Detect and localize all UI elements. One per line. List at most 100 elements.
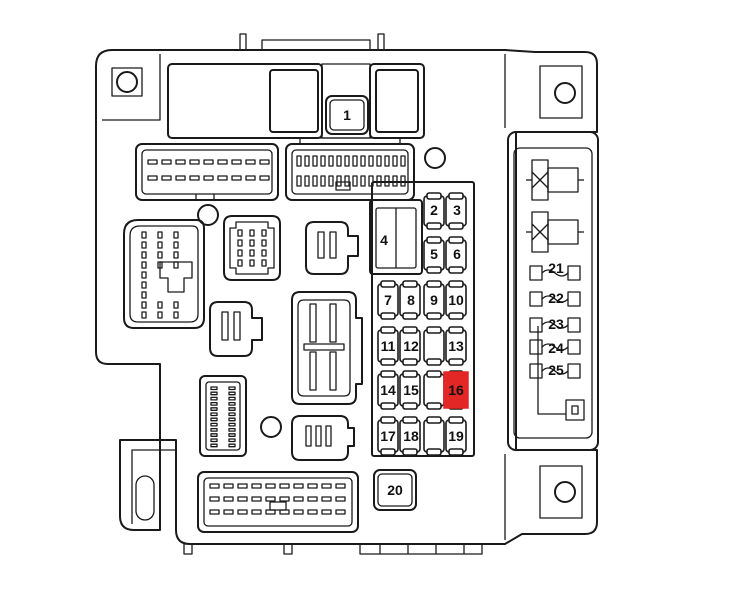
connector-bottom xyxy=(197,471,359,533)
mini-fuse xyxy=(529,291,581,307)
connector-pin xyxy=(344,155,350,167)
connector-pin xyxy=(296,155,302,167)
top-mount-tab xyxy=(239,33,247,51)
connector-pin xyxy=(279,496,290,502)
connector-pin xyxy=(228,433,236,437)
side-panel-terminal-pin xyxy=(571,405,579,415)
connector-pin xyxy=(173,261,179,269)
connector-pin xyxy=(228,391,236,396)
fuse-slot xyxy=(399,326,421,366)
fuse-slot xyxy=(423,192,445,230)
connector-pin xyxy=(321,483,332,489)
connector-pin xyxy=(259,175,270,181)
connector-pin xyxy=(251,509,262,515)
connector-pin xyxy=(209,483,220,489)
connector-pin xyxy=(228,438,236,443)
connector-pin xyxy=(307,483,318,489)
connector-pin xyxy=(210,386,218,391)
fuse-label-24: 24 xyxy=(548,340,564,356)
connector-pin xyxy=(245,175,256,181)
fuse-slot xyxy=(377,370,399,410)
connector-pin xyxy=(228,412,236,417)
relay-housing xyxy=(167,63,323,139)
connector-pin xyxy=(210,422,218,427)
fuse-label-6: 6 xyxy=(453,246,461,262)
fuse-label-19: 19 xyxy=(448,428,464,444)
relay xyxy=(369,63,425,139)
fuse-label-11: 11 xyxy=(381,338,396,354)
connector-pin xyxy=(210,407,218,411)
fuse-slot xyxy=(445,236,467,274)
fuse-label-17: 17 xyxy=(380,428,396,444)
connector-pin xyxy=(189,159,200,165)
connector-pin xyxy=(173,241,179,249)
connector-pin xyxy=(237,509,248,515)
connector-pin xyxy=(335,496,346,502)
fuse-label-4: 4 xyxy=(380,232,388,248)
connector-mid-large xyxy=(291,291,363,405)
fuse-label-10: 10 xyxy=(448,292,464,308)
connector-pin xyxy=(279,483,290,489)
fuse-slot xyxy=(399,416,421,456)
connector-pin xyxy=(249,249,255,257)
fuse-4-housing xyxy=(369,199,423,275)
connector-pin xyxy=(312,175,318,187)
fuse-slot xyxy=(445,280,467,320)
connector-pin xyxy=(344,175,350,187)
connector-pin xyxy=(157,231,163,239)
fuse-label-22: 22 xyxy=(548,290,564,306)
connector-pin xyxy=(157,301,163,309)
fuse-label-25: 25 xyxy=(548,362,564,378)
connector-pin xyxy=(335,509,346,515)
connector-pin xyxy=(312,155,318,167)
fuse-slot xyxy=(445,326,467,366)
connector-left-small xyxy=(223,215,281,281)
connector-pin xyxy=(336,155,342,167)
fuse-20-body xyxy=(377,473,413,507)
connector-pin xyxy=(173,251,179,259)
connector-pin xyxy=(203,159,214,165)
connector-pin xyxy=(328,175,334,187)
housing-inner-edge xyxy=(102,54,161,121)
connector-three-pin xyxy=(291,415,355,461)
connector-pin xyxy=(228,443,236,448)
connector-pin xyxy=(210,438,218,443)
connector-pin xyxy=(209,496,220,502)
connector-pin xyxy=(210,433,218,437)
fuse-label-16: 16 xyxy=(448,382,464,398)
connector-pin xyxy=(210,412,218,417)
connector-pin xyxy=(304,155,310,167)
side-panel-wire xyxy=(537,326,566,415)
connector-pin xyxy=(173,231,179,239)
bottom-mount-tab xyxy=(183,543,193,555)
connector-pin xyxy=(293,483,304,489)
connector-pin xyxy=(228,417,236,422)
fuse-label-5: 5 xyxy=(430,246,438,262)
diode-block xyxy=(526,211,584,253)
left-bracket-slot xyxy=(135,475,155,521)
connector-pin xyxy=(210,427,218,432)
locating-pin xyxy=(260,416,282,438)
connector-pin xyxy=(321,509,332,515)
fuse-slot xyxy=(445,416,467,456)
connector-pin xyxy=(228,427,236,432)
fuse-label-12: 12 xyxy=(403,338,419,354)
connector-left-large xyxy=(123,219,205,329)
connector-pin xyxy=(320,175,326,187)
connector-pin xyxy=(360,155,366,167)
connector-pin xyxy=(228,401,236,406)
fuse-20-housing xyxy=(373,469,417,511)
connector-pin xyxy=(203,175,214,181)
connector-pin xyxy=(217,159,228,165)
connector-pin xyxy=(175,175,186,181)
connector-pin xyxy=(336,175,342,187)
connector-two-pin xyxy=(305,221,359,275)
fuse-label-20: 20 xyxy=(387,482,403,498)
connector-two-pin-lower xyxy=(209,301,263,357)
connector-pin xyxy=(296,175,302,187)
connector-pin xyxy=(249,259,255,267)
locating-pin xyxy=(197,204,219,226)
connector-pin xyxy=(210,443,218,448)
connector-pin xyxy=(173,311,179,319)
